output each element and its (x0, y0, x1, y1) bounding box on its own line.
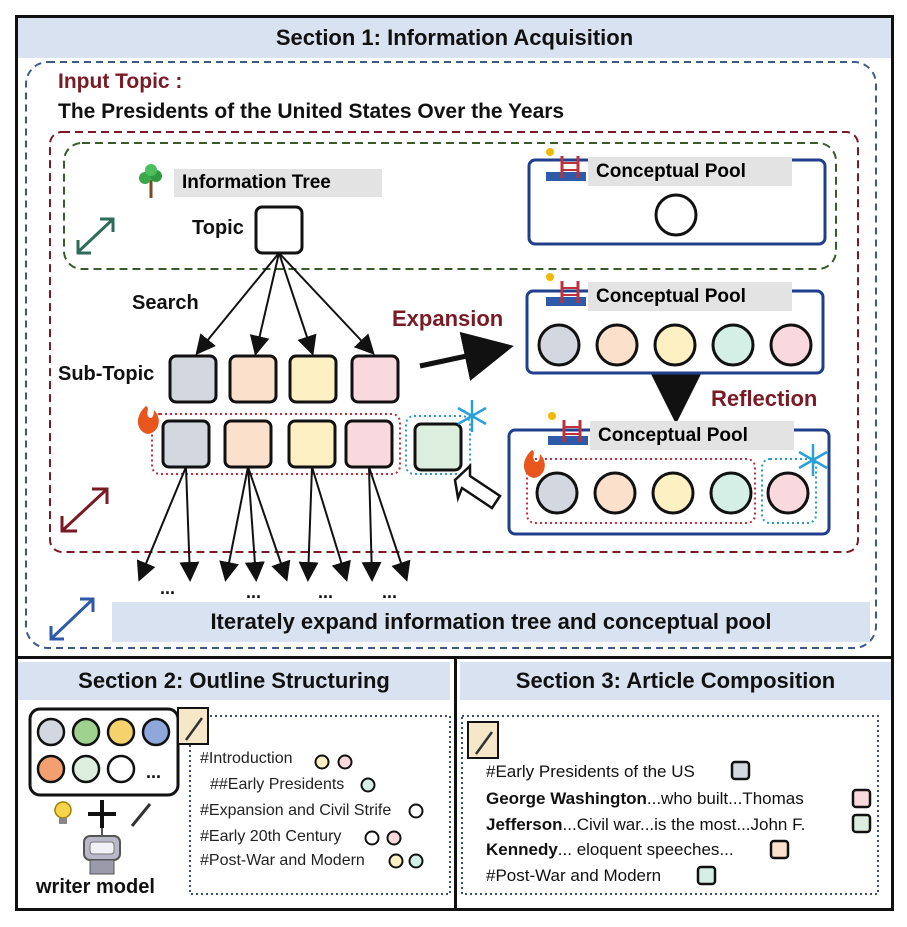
outline-item-5: #Post-War and Modern (200, 852, 365, 869)
article-line-1: #Early Presidents of the US (486, 762, 695, 782)
input-topic-value: The Presidents of the United States Over… (58, 100, 565, 123)
article-line-2-text: ...who built...Thomas (646, 789, 804, 808)
pool-icon (548, 412, 588, 445)
expansion-region (49, 131, 859, 553)
info-tree-label: Information Tree (174, 169, 382, 197)
article-line-5-text: #Post-War and Modern (486, 866, 662, 885)
section3-frame (454, 656, 894, 911)
subtopic-node-8 (344, 419, 394, 469)
section3-title: Section 3: Article Composition (460, 662, 891, 700)
pool-label-3: Conceptual Pool (590, 421, 794, 450)
leaf-ellipsis-2: ... (246, 582, 262, 602)
lightbulb-icon (54, 801, 72, 824)
section2-title: Section 2: Outline Structuring (18, 662, 450, 700)
expansion-arrow (419, 331, 514, 381)
subtopic-node-7 (287, 419, 337, 469)
iterate-banner-text: Iterately expand information tree and co… (210, 609, 772, 634)
pool-icon (546, 273, 586, 306)
section1-dashed-region (25, 61, 877, 649)
article-line-2-bold: George Washington (486, 789, 647, 808)
tree-icon (139, 164, 162, 198)
search-arrow-3 (278, 252, 317, 356)
outline-box (189, 715, 451, 895)
topic-label: Topic (192, 217, 244, 239)
snowflake-icon (457, 400, 487, 432)
article-line-3-text: ...Civil war...is the most...John F. (562, 815, 806, 834)
subtopic-node-4 (350, 354, 400, 404)
frozen-group (405, 415, 471, 475)
robot-icon (83, 828, 121, 875)
outline-item-1: #Introduction (200, 750, 293, 767)
notebook-icon (177, 707, 209, 745)
subtopic-label: Sub-Topic (58, 363, 155, 385)
initial-region (63, 142, 837, 270)
article-line-1-text: #Early Presidents of the US (486, 762, 695, 781)
fire-icon (523, 450, 545, 478)
article-line-2: George Washington...who built...Thomas (486, 789, 804, 809)
writer-pool-ellipsis: ... (146, 762, 162, 782)
pool-label-1: Conceptual Pool (588, 157, 792, 186)
search-arrow-1 (195, 252, 280, 356)
search-arrow-4 (278, 252, 375, 355)
expand-icon (76, 217, 115, 255)
input-topic-label: Input Topic : (58, 70, 183, 93)
subtopic-node-1 (168, 354, 218, 404)
snowflake-icon (798, 444, 828, 476)
expand-icon (60, 487, 109, 533)
article-line-4: Kennedy... eloquent speeches... (486, 840, 734, 860)
search-label: Search (132, 292, 199, 314)
frozen-node (413, 422, 463, 472)
pen-icon (130, 803, 152, 827)
article-line-3-bold: Jefferson (486, 815, 563, 834)
outline-item-3: #Expansion and Civil Strife (200, 802, 392, 819)
expand-icon (49, 597, 95, 641)
subtopic-node-6 (223, 419, 273, 469)
outline-item-2: ##Early Presidents (210, 776, 345, 793)
search-arrow-2 (249, 252, 280, 356)
leaf-ellipsis-4: ... (382, 582, 398, 602)
section1-title: Section 1: Information Acquisition (18, 18, 891, 58)
writer-pool-box (28, 707, 180, 797)
expansion-label: Expansion (392, 306, 504, 331)
article-line-4-text: ... eloquent speeches... (557, 840, 734, 859)
iterate-banner: Iterately expand information tree and co… (112, 602, 870, 642)
article-line-3: Jefferson...Civil war...is the most...Jo… (486, 815, 805, 835)
plus-icon (88, 800, 116, 828)
pool-icon (546, 148, 586, 181)
leaf-ellipsis-3: ... (318, 582, 334, 602)
topic-node (254, 205, 304, 255)
leaf-arrows (136, 466, 411, 582)
pool-label-2: Conceptual Pool (588, 282, 792, 311)
leaf-ellipsis-1: ... (160, 578, 176, 598)
active-group (151, 413, 401, 475)
pool-1-node (654, 193, 698, 237)
subtopic-node-5 (161, 419, 211, 469)
article-line-4-bold: Kennedy (486, 840, 558, 859)
fire-icon (137, 406, 159, 434)
cursor-arrow (453, 463, 502, 510)
reflection-label: Reflection (711, 386, 818, 411)
article-box (461, 715, 879, 895)
writer-model-label: writer model (36, 876, 155, 898)
notebook-icon (467, 721, 499, 759)
article-line-5: #Post-War and Modern (486, 866, 661, 886)
subtopic-node-3 (288, 354, 338, 404)
subtopic-node-2 (228, 354, 278, 404)
outline-item-4: #Early 20th Century (200, 828, 342, 845)
